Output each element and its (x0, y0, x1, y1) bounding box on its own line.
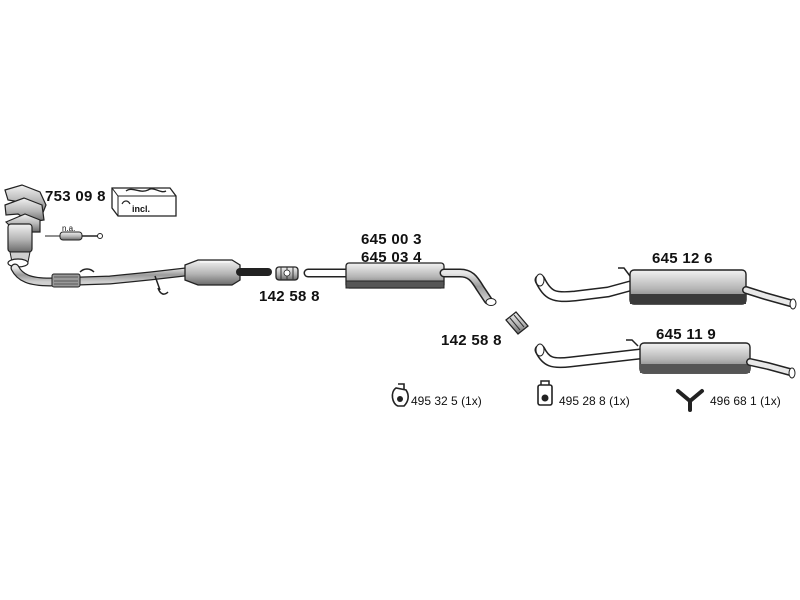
front-pipe-part[interactable] (10, 263, 190, 295)
mount-3-qty: (1x) (760, 394, 781, 408)
gasket-kit-icon (111, 187, 177, 217)
lambda-sensor-part (45, 231, 103, 241)
mount-2-label: 495 28 8 (1x) (559, 395, 630, 407)
mount-2-qty: (1x) (609, 394, 630, 408)
part-number-front-muffler-2: 645 03 4 (361, 249, 422, 266)
mount-2-number: 495 28 8 (559, 394, 606, 408)
part-number-rear-muffler-a: 645 12 6 (652, 250, 713, 267)
not-available-note: n.a. (62, 224, 76, 233)
y-hanger-icon (676, 389, 704, 412)
part-number-connector-2: 142 58 8 (441, 332, 502, 349)
pipe-connector-part-1[interactable] (275, 266, 299, 281)
mount-1-label: 495 32 5 (1x) (411, 395, 482, 407)
rubber-hanger-icon (391, 383, 409, 407)
rear-muffler-part-a[interactable] (534, 267, 797, 310)
part-number-rear-muffler-b: 645 11 9 (656, 326, 716, 343)
rubber-mount-icon (537, 380, 553, 406)
catalytic-converter-part[interactable] (184, 259, 272, 286)
mount-1-qty: (1x) (461, 394, 482, 408)
mount-3-number: 496 68 1 (710, 394, 757, 408)
included-badge: incl. (132, 204, 151, 214)
part-number-manifold: 753 09 8 (45, 188, 106, 205)
exhaust-manifold-part[interactable] (4, 184, 47, 268)
part-number-front-muffler-1: 645 00 3 (361, 231, 422, 248)
mount-3-label: 496 68 1 (1x) (710, 395, 781, 407)
rear-muffler-part-b[interactable] (534, 339, 796, 379)
pipe-connector-part-2[interactable] (505, 311, 529, 335)
part-number-connector-1: 142 58 8 (259, 288, 320, 305)
mount-1-number: 495 32 5 (411, 394, 458, 408)
front-muffler-part[interactable] (303, 262, 497, 306)
